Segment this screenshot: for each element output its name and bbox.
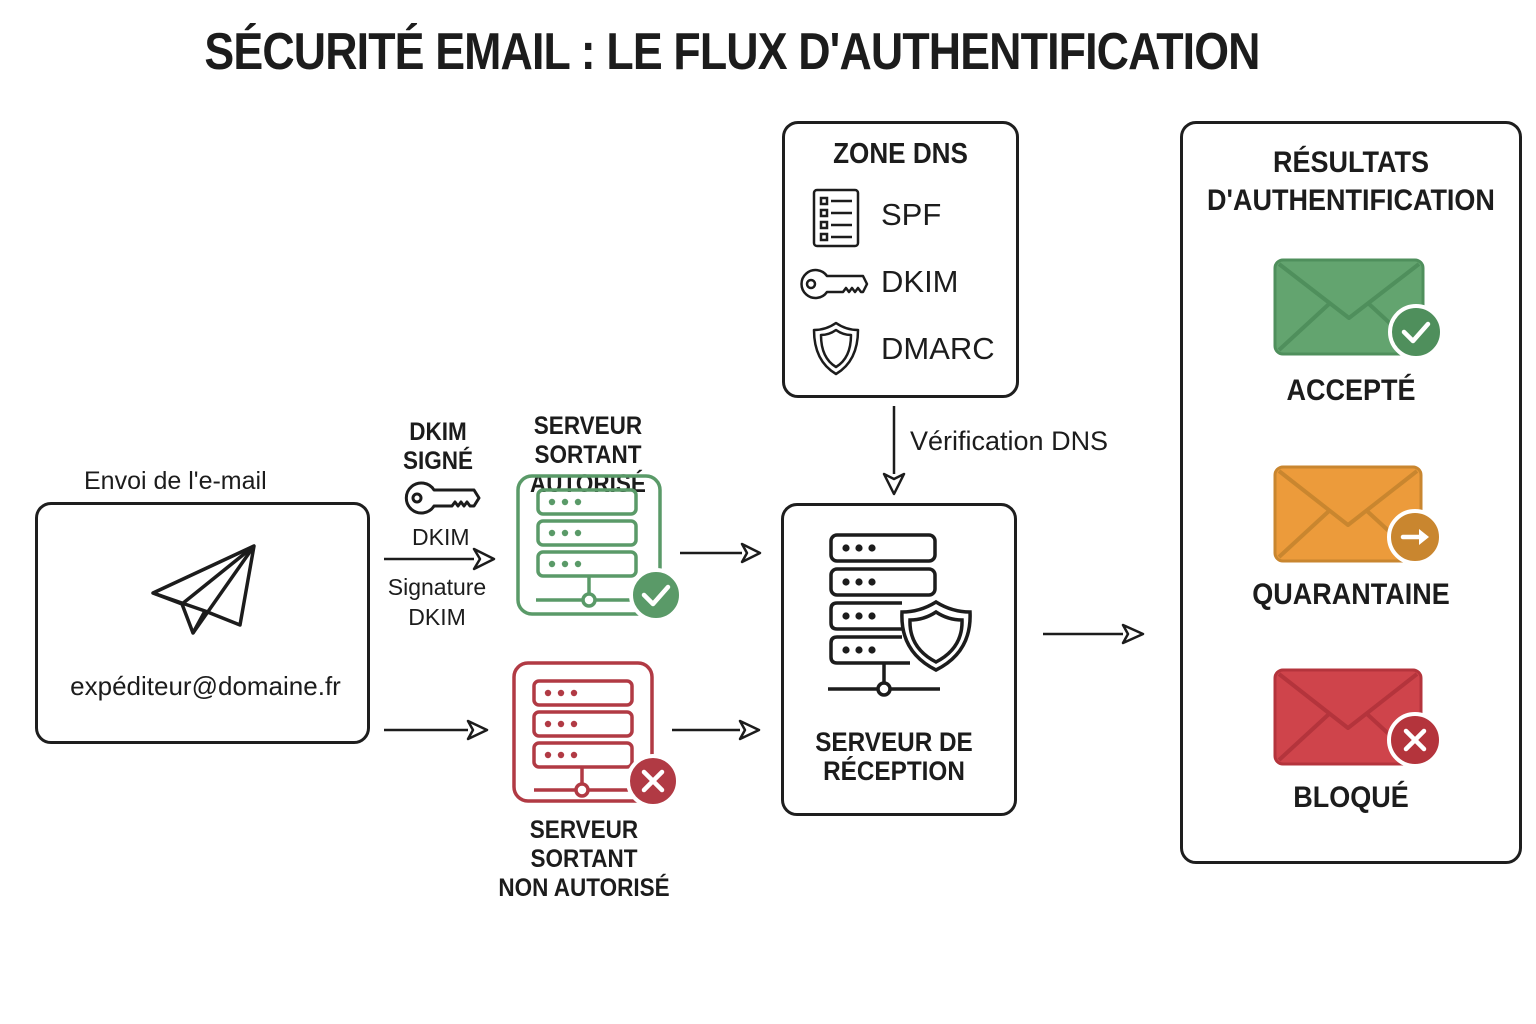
receiving-line2: RÉCEPTION — [823, 756, 965, 786]
check-badge-icon — [629, 568, 683, 622]
results-title: RÉSULTATS D'AUTHENTIFICATION — [1200, 144, 1502, 220]
checklist-icon — [812, 188, 860, 248]
receiving-server-box: SERVEUR DE RÉCEPTION — [781, 503, 1017, 816]
arrow-authorized-to-receiver — [680, 542, 762, 564]
arrow-to-unauthorized-server — [384, 719, 489, 741]
envelope-check-icon — [1273, 258, 1444, 360]
receiving-line1: SERVEUR DE — [815, 727, 973, 757]
receiving-server-label: SERVEUR DE RÉCEPTION — [795, 728, 993, 786]
signature-line1: Signature — [387, 574, 487, 600]
result-label: BLOQUÉ — [1293, 781, 1409, 814]
sender-address: expéditeur@domaine.fr — [70, 671, 341, 701]
unauthorized-server-icon — [512, 661, 680, 808]
dns-zone-box: ZONE DNS SPF DKIM DM — [782, 121, 1019, 398]
cross-badge-icon — [626, 754, 680, 808]
dkim-signed-heading: DKIM SIGNÉ — [402, 418, 474, 476]
shield-icon — [812, 321, 860, 376]
results-title-line2: D'AUTHENTIFICATION — [1207, 184, 1495, 217]
arrow-unauthorized-to-receiver — [672, 719, 761, 741]
sender-box: expéditeur@domaine.fr — [35, 502, 370, 744]
arrow-label-signature: Signature DKIM — [385, 572, 489, 632]
results-title-line1: RÉSULTATS — [1272, 146, 1429, 179]
result-label: QUARANTAINE — [1252, 578, 1450, 611]
result-label: ACCEPTÉ — [1286, 374, 1416, 407]
key-icon — [404, 481, 481, 515]
authorized-line1: SERVEUR SORTANT — [533, 412, 643, 469]
dns-record-label: DMARC — [881, 331, 995, 366]
key-icon — [800, 268, 869, 300]
dns-record-label: DKIM — [881, 264, 959, 299]
envelope-x-icon — [1273, 668, 1443, 768]
dns-record-label: SPF — [881, 197, 942, 232]
diagram-title: SÉCURITÉ EMAIL : LE FLUX D'AUTHENTIFICAT… — [204, 23, 1260, 81]
authorized-server-icon — [516, 474, 683, 622]
unauthorized-server-label: SERVEUR SORTANT NON AUTORISÉ — [476, 816, 692, 903]
sender-caption: Envoi de l'e-mail — [84, 467, 267, 495]
arrow-to-authorized-server — [384, 547, 496, 571]
dkim-signed-line2: SIGNÉ — [402, 447, 474, 475]
envelope-arrow-icon — [1273, 465, 1443, 565]
arrow-dns-check — [882, 406, 906, 496]
unauthorized-line1: SERVEUR SORTANT — [529, 816, 639, 873]
arrow-to-results — [1043, 623, 1145, 645]
results-box: RÉSULTATS D'AUTHENTIFICATION ACCEPTÉ QUA… — [1180, 121, 1522, 864]
dns-zone-title: ZONE DNS — [833, 138, 968, 170]
dns-check-label: Vérification DNS — [910, 426, 1109, 456]
unauthorized-line2: NON AUTORISÉ — [498, 874, 670, 902]
arrow-label-dkim: DKIM — [412, 524, 470, 550]
signature-line2: DKIM — [408, 604, 466, 630]
paper-plane-icon — [151, 544, 256, 635]
server-shield-icon — [828, 533, 972, 697]
dkim-signed-line1: DKIM — [409, 418, 467, 446]
